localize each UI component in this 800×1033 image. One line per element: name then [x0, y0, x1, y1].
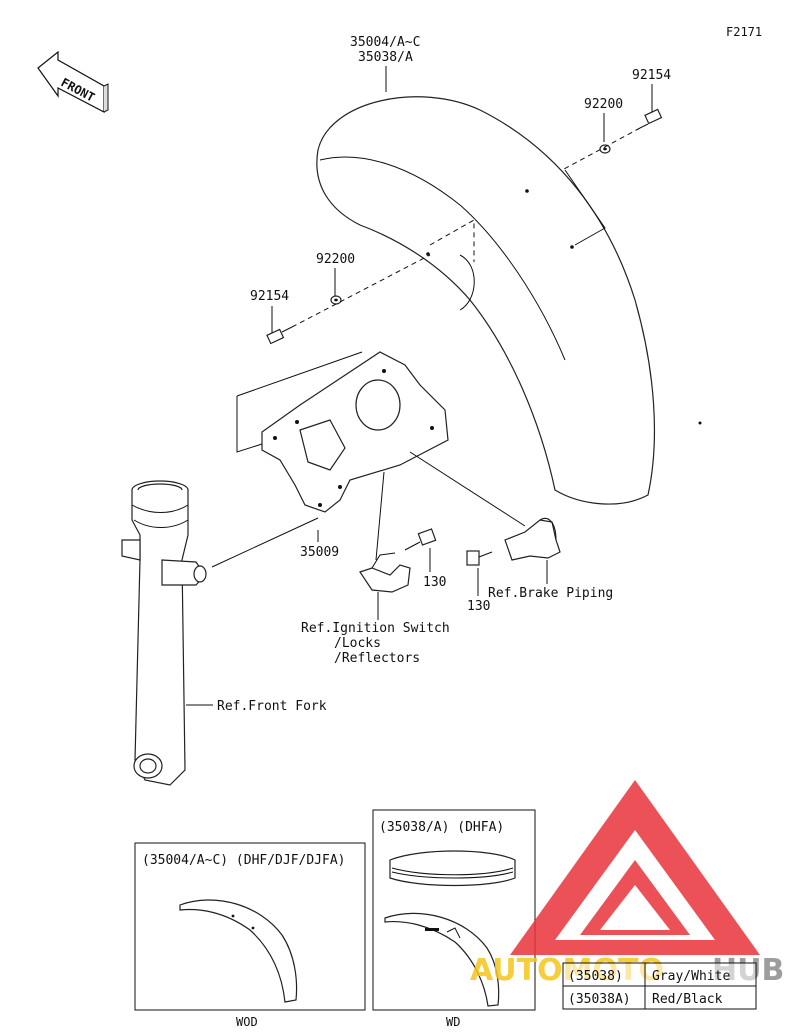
table-row-2-color: Red/Black [652, 992, 723, 1007]
front-fork [121, 480, 207, 786]
table-row-1-color: Gray/White [652, 969, 730, 984]
callout-washer-right: 92200 [584, 97, 623, 112]
callout-bolt-right: 92154 [632, 68, 671, 83]
color-table: (35038) Gray/White (35038A) Red/Black [562, 962, 757, 1010]
figure-code: F2171 [726, 25, 762, 39]
inset-left-header: (35004/A~C) (DHF/DJF/DJFA) [142, 853, 346, 868]
front-arrow-icon: FRONT [37, 50, 109, 113]
callout-bolt-center: 130 [423, 575, 446, 590]
bolt-92154-right [639, 108, 663, 129]
ref-brake: Ref.Brake Piping [488, 586, 613, 601]
washer-92200-left [330, 295, 342, 305]
ref-fork: Ref.Front Fork [217, 699, 327, 714]
inset-right-header: (35038/A) (DHFA) [379, 820, 504, 835]
callout-bolt-lower: 130 [467, 599, 490, 614]
inset-right: (35038/A) (DHFA) WD [372, 809, 536, 1029]
ignition-bracket [359, 552, 411, 593]
ref-ignition-3: /Reflectors [334, 651, 420, 666]
table-row-1-part: (35038) [568, 969, 623, 984]
callout-washer-left: 92200 [316, 252, 355, 267]
inset-left: (35004/A~C) (DHF/DJF/DJFA) WOD [134, 842, 366, 1029]
ref-ignition-2: /Locks [334, 636, 381, 651]
callout-fender-b: 35038/A [358, 50, 413, 65]
fender-bracket-35009 [261, 351, 449, 513]
bolt-130-lower [466, 550, 493, 566]
front-fender [316, 96, 702, 505]
washer-92200-right [599, 144, 611, 154]
ref-ignition-1: Ref.Ignition Switch [301, 621, 450, 636]
bolt-130-center [404, 528, 437, 551]
brake-piping-clamp [504, 517, 561, 561]
table-row-2-part: (35038A) [568, 992, 631, 1007]
inset-right-caption: WD [446, 1015, 460, 1029]
inset-left-caption: WOD [236, 1015, 258, 1029]
callout-fender-a: 35004/A~C [350, 35, 420, 50]
callout-bracket: 35009 [300, 545, 339, 560]
callout-bolt-left: 92154 [250, 289, 289, 304]
bolt-92154-left [266, 326, 293, 345]
